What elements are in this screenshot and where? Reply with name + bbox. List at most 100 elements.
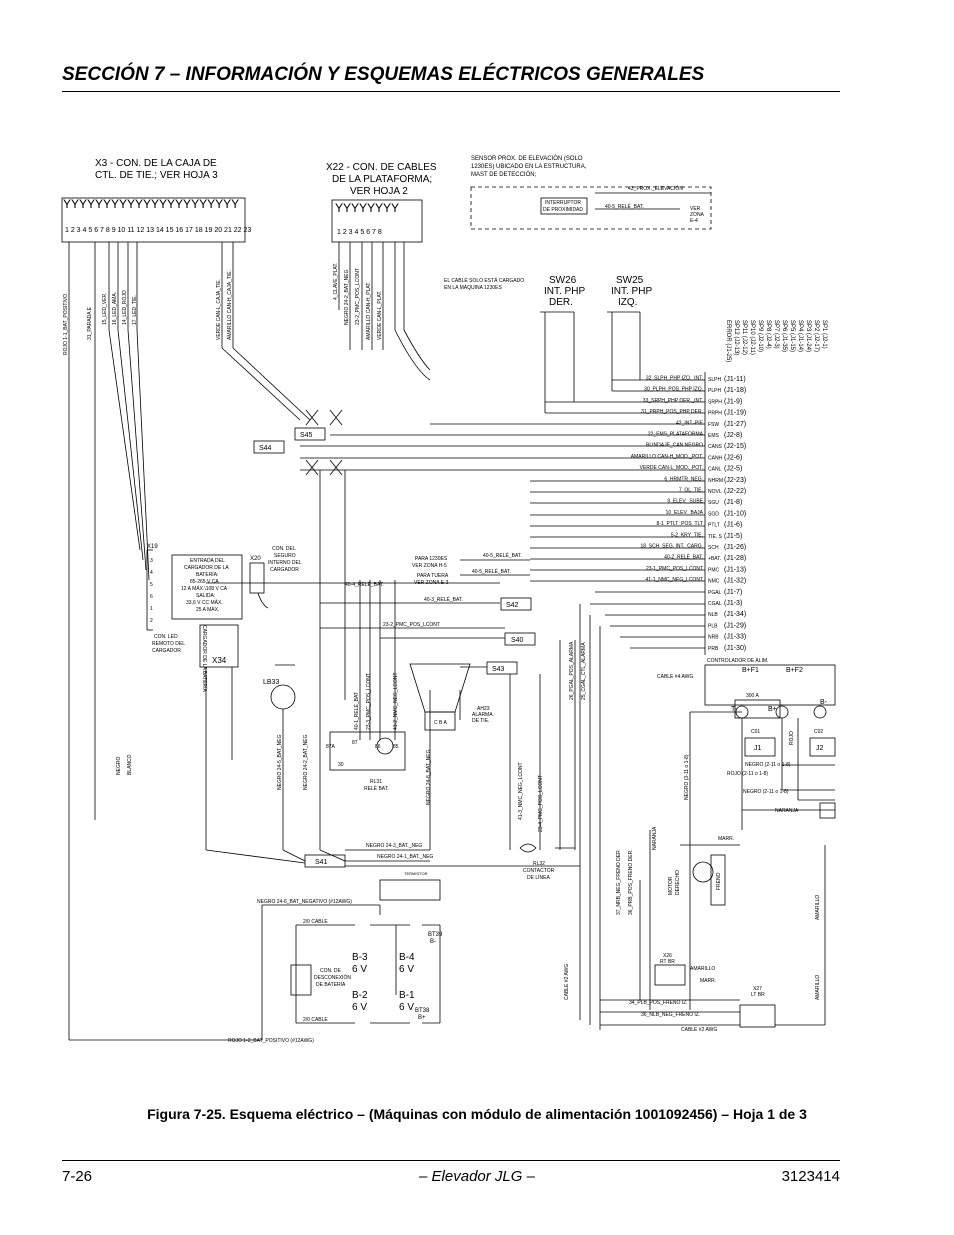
ctrl-pin-number: (J1-7) (724, 589, 742, 596)
x3-label-2: CTL. DE TIE.; VER HOJA 3 (95, 170, 218, 181)
ctrl-pin-number: (J1-11) (724, 376, 746, 383)
wire-negro2118: NEGRO (2-11 o 1-8) (745, 762, 791, 768)
ctrl-pin-name: NRB (708, 635, 719, 641)
ctrl-pin-name: CANH (708, 455, 723, 461)
page-number: 7-26 (62, 1168, 93, 1185)
connector-s43: S43 (492, 666, 505, 673)
ctrl-pin-wire: 5-2_KRY_TIE. (671, 532, 703, 538)
sensor-label-3: MAST DE DETECCIÓN; (471, 171, 537, 178)
ctrl-pin-wire: 41-1_NMC_NEG_LCONT (645, 577, 703, 583)
relay-pin-85: 85 (393, 744, 399, 750)
ctrl-pin-number: (J1-33) (724, 634, 746, 641)
wire-negro: NEGRO (116, 757, 122, 775)
sensor-label-2: 1230ES) UBICADO EN LA ESTRUCTURA, (471, 164, 587, 170)
battery-disc-3: DE BATERÍA (316, 981, 346, 988)
interlock-3: INTERNO DEL (268, 560, 302, 566)
wire-marr2: MARR. (700, 978, 716, 984)
ctrl-pin-number: (J2-15) (724, 443, 746, 450)
ctrl-pin-number: (J1-30) (724, 645, 746, 652)
ctrl-pin-name: CGAL (708, 601, 722, 607)
alarm-label-1: AH23 (477, 706, 490, 712)
wire-negro2118b: NEGRO (2-11 o 1-8) (743, 789, 789, 795)
ctrl-pin-number: (J1-29) (724, 622, 746, 629)
header-divider (62, 91, 840, 92)
battery-b1-volt: 6 V (399, 1002, 414, 1013)
wire-nmc412v: 41-2_NMC_NEG_LCONT (393, 672, 399, 730)
bt38-pos: B+ (418, 1015, 426, 1021)
ctrl-pin-wire: 22_EMS_PLATAFORMA (648, 432, 704, 438)
wire-cable20a: 2/0 CABLE (303, 919, 328, 925)
battery-disc-2: DESCONEXIÓN (314, 974, 351, 981)
ctrl-pin-wire: 7_OL_TIE. (679, 488, 703, 494)
term-c02: C02 (814, 729, 823, 735)
ctrl-pin-name: PRB (708, 646, 719, 652)
contactor-label-3: DE LÍNEA (527, 874, 550, 881)
wire-pmc233v: 23-3_PMC_POS_LCONT (366, 673, 372, 730)
sp-label: SP3 (J1-24) (805, 320, 811, 352)
page-title: SECCIÓN 7 – INFORMACIÓN Y ESQUEMAS ELÉCT… (62, 64, 705, 85)
interlock-2: SEGURO (274, 553, 296, 559)
term-bplus: B+ (768, 706, 777, 713)
contactor-label-2: CONTACTOR (523, 868, 555, 874)
battery-b4: B-4 (399, 952, 415, 963)
wire-r403: 40-3_RELÉ_BAT. (424, 596, 463, 603)
ctrl-pin-name: CANL (708, 467, 722, 473)
wire-termistor: TERMISTOR (404, 871, 428, 876)
wire-x3-led-tie: 17_LED_TIE. (132, 295, 138, 325)
connector-x34: X34 (212, 656, 227, 665)
wire-x22-pmc: 23-2_PMC_POS_LCONT (355, 268, 361, 325)
bt38-label: BT38 (415, 1008, 430, 1014)
term-bminus: B- (820, 699, 828, 706)
wire-plb34: 34_PLB_POS_FRENO IZ. (629, 1000, 688, 1006)
x26-label-2: RT BR (660, 959, 675, 965)
ctrl-pin-number: (J1-8) (724, 499, 742, 506)
wire-x3-led-ver: 15_LED_VER. (102, 292, 108, 325)
wire-r404: 40-4_RELÉ_BAT. (345, 581, 384, 588)
term-fuse: 300 A (746, 693, 759, 699)
wire-x22-can-h: AMARILLO CAN-H_PLAT. (366, 282, 372, 340)
wire-neg243: NEGRO 24-3_BAT._NEG (366, 843, 422, 849)
wire-prb36: 36_PRB_POS_FRENO DER. (628, 849, 634, 915)
ctrl-pin-number: (J1-19) (724, 410, 746, 417)
alarm-pins: C B A (434, 720, 447, 726)
relay-label-1: RL31 (370, 779, 382, 785)
para-1230es-1: PARA 1230ES (415, 556, 448, 562)
x3-pins: 1 2 3 4 5 6 7 8 9 10 11 12 13 14 15 16 1… (65, 227, 251, 234)
ctrl-pin-number: (J1-27) (724, 421, 746, 428)
ctrl-pin-number: (J2-23) (724, 477, 746, 484)
footer-center: – Elevador JLG – (419, 1168, 535, 1185)
ctrl-pin-name: NHRM (708, 478, 723, 484)
ctrl-pin-name: CANS (708, 444, 723, 450)
sp-label: SP12 (J2-13) (733, 320, 739, 355)
wire-r405: 40-5_RELÉ_BAT. (483, 552, 522, 559)
ctrl-pin-wire: BLINDAJE_CAN NEGRO (646, 443, 703, 449)
wire-rojo12: ROJO 1-2_BAT_POSITIVO (#12AWG) (228, 1038, 314, 1044)
x22-label-1: X22 - CON. DE CABLES (326, 162, 437, 173)
wire-neg245: NEGRO 24-5_BAT_NEG (277, 734, 283, 790)
x19-pin-3: 3 (150, 558, 153, 564)
ctrl-pin-name: TIE. S (708, 534, 723, 540)
ver-zona-1: VER (690, 206, 701, 212)
charger-spec-4: 85-265 V CA (190, 579, 219, 585)
wire-neg246: NEGRO 24-6_BAT_NEGATIVO (#12AWG) (257, 899, 352, 905)
x22-label-3: VER HOJA 2 (350, 186, 408, 197)
sw26-label-2: INT. PHP (544, 286, 585, 297)
ctrl-pin-wire: 9_ELEV._SUBE (667, 499, 703, 505)
contactor-label-1: RL32 (533, 861, 545, 867)
wire-cable20b: 2/0 CABLE (303, 1017, 328, 1023)
figure-caption: Figura 7-25. Esquema eléctrico – (Máquin… (147, 1106, 807, 1122)
document-number: 3123414 (781, 1168, 840, 1185)
relay-pin-87: 87 (352, 740, 358, 746)
x3-label-1: X3 - CON. DE LA CAJA DE (95, 158, 217, 169)
x19-pin-4: 4 (150, 570, 153, 576)
charger-spec-6: SALIDA: (196, 593, 215, 599)
relay-label-2: RELÉ BAT. (364, 785, 389, 792)
ctrl-pin-wire: 32_SLPH_PHP IZQ._INT. (646, 376, 703, 382)
sp-label: SP1 (J2-1) (821, 320, 827, 349)
ctrl-pin-name: EMS (708, 433, 720, 439)
ctrl-pin-wire: 23-1_PMC_POS_LCONT (646, 566, 703, 572)
wire-cgal25: 25_CGAL_CTL_ALARMA (581, 642, 587, 700)
sp-label: ERROR (J1-25) (725, 320, 731, 362)
wire-neg248: NEGRO 24-8_BAT_NEG (426, 749, 432, 805)
